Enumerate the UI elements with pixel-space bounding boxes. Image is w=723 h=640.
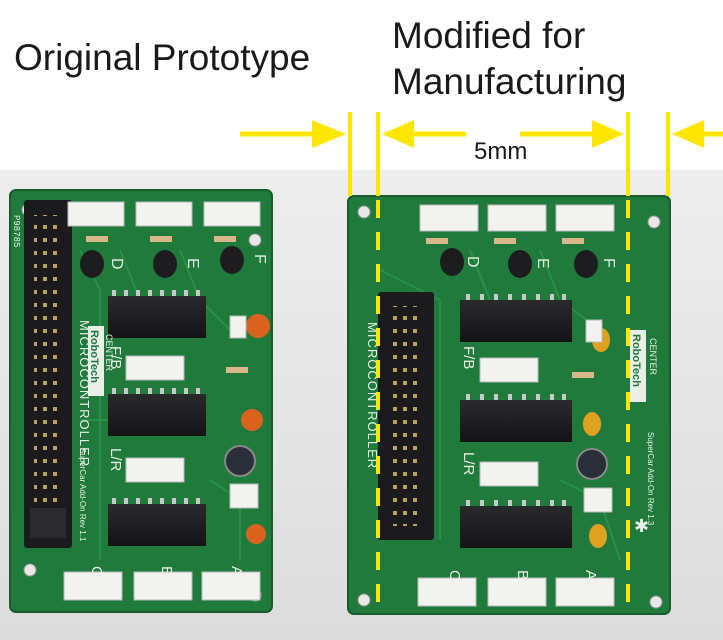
- caption-original-prototype: Original Prototype: [14, 37, 311, 78]
- label-a: A: [582, 570, 599, 580]
- dimension-label: 5mm: [474, 138, 528, 165]
- ceramic-capacitor: [589, 524, 607, 548]
- resistor: [150, 236, 172, 242]
- motor-connector-d: [67, 201, 125, 227]
- resistor: [562, 238, 584, 244]
- mount-hole: [248, 233, 262, 247]
- ceramic-capacitor: [246, 524, 266, 544]
- label-a: A: [228, 566, 245, 576]
- motor-connector-e: [135, 201, 193, 227]
- motor-connector-f: [203, 201, 261, 227]
- electrolytic-capacitor: [224, 445, 256, 477]
- driver-chip: [108, 394, 206, 436]
- resistor: [214, 236, 236, 242]
- logo-text: RoboTech: [630, 334, 642, 387]
- connector-c: [417, 577, 477, 607]
- fb-connector: [125, 355, 185, 381]
- addon-text: SuperCar Add-On Rev 1.3: [646, 432, 655, 526]
- transistor: [574, 250, 598, 278]
- gear-mark-icon: ✱: [634, 516, 649, 536]
- label-d: D: [464, 256, 481, 268]
- label-f: F: [600, 258, 617, 268]
- left-arrow-icon: [672, 120, 704, 148]
- driver-chip: [460, 400, 572, 442]
- mount-hole: [357, 205, 371, 219]
- transistor: [153, 250, 177, 278]
- label-fb: F/B: [107, 346, 124, 369]
- addon-text: SuperCar Add-On Rev 1.1: [78, 448, 87, 542]
- lr-connector: [479, 461, 539, 487]
- connector-c: [63, 571, 123, 601]
- fb-connector: [479, 357, 539, 383]
- resistor: [226, 367, 248, 373]
- resistor: [426, 238, 448, 244]
- driver-chip: [108, 504, 206, 546]
- driver-chip: [460, 506, 572, 548]
- robotech-logo: [630, 330, 646, 402]
- resistor: [572, 372, 594, 378]
- transistor: [80, 250, 104, 278]
- logo-subtext: CENTER: [648, 338, 658, 376]
- mount-hole: [23, 563, 37, 577]
- label-b: B: [158, 566, 175, 576]
- label-lr: L/R: [107, 448, 124, 472]
- connector-a: [555, 577, 615, 607]
- connector-b: [133, 571, 193, 601]
- right-arrow-icon: [312, 120, 346, 148]
- ceramic-capacitor: [246, 314, 270, 338]
- label-b: B: [514, 570, 531, 580]
- dimension-markup: [240, 112, 723, 614]
- motor-connector-d: [419, 204, 479, 232]
- resistor: [86, 236, 108, 242]
- label-d: D: [108, 258, 125, 270]
- driver-chip: [108, 296, 206, 338]
- label-c: C: [88, 566, 105, 577]
- board-id-label: P98785: [11, 215, 21, 247]
- logo-subtext: CENTER: [104, 334, 114, 372]
- label-e: E: [534, 258, 551, 269]
- label-f: F: [251, 254, 268, 264]
- connector-a: [201, 571, 261, 601]
- transistor: [220, 246, 244, 274]
- mount-hole: [649, 595, 663, 609]
- caption-modified-line1: Modified for: [392, 15, 586, 56]
- motor-connector-e: [487, 204, 547, 232]
- left-arrow-icon: [382, 120, 414, 148]
- label-lr: L/R: [460, 452, 477, 476]
- ceramic-capacitor: [241, 409, 263, 431]
- logo-text: RoboTech: [88, 330, 100, 383]
- mount-hole: [647, 215, 661, 229]
- right-arrow-icon: [592, 120, 624, 148]
- caption-modified-line2: Manufacturing: [392, 61, 627, 102]
- aux-connector: [583, 487, 613, 513]
- driver-chip: [460, 300, 572, 342]
- label-fb: F/B: [460, 346, 477, 369]
- transistor: [440, 248, 464, 276]
- transistor: [508, 250, 532, 278]
- electrolytic-capacitor: [576, 448, 608, 480]
- robotech-logo: [88, 326, 104, 396]
- connector-b: [487, 577, 547, 607]
- original-prototype-board: P98785 MICROCONTROLLER D E F RoboTech CE…: [9, 189, 273, 613]
- resistor: [494, 238, 516, 244]
- motor-connector-f: [555, 204, 615, 232]
- mount-hole: [357, 593, 371, 607]
- lr-connector: [125, 457, 185, 483]
- manufacturing-board: MICROCONTROLLER D E F F/B L/R: [347, 195, 671, 615]
- aux-connector: [229, 483, 259, 509]
- label-e: E: [184, 258, 201, 269]
- ceramic-capacitor: [583, 412, 601, 436]
- label-c: C: [446, 570, 463, 581]
